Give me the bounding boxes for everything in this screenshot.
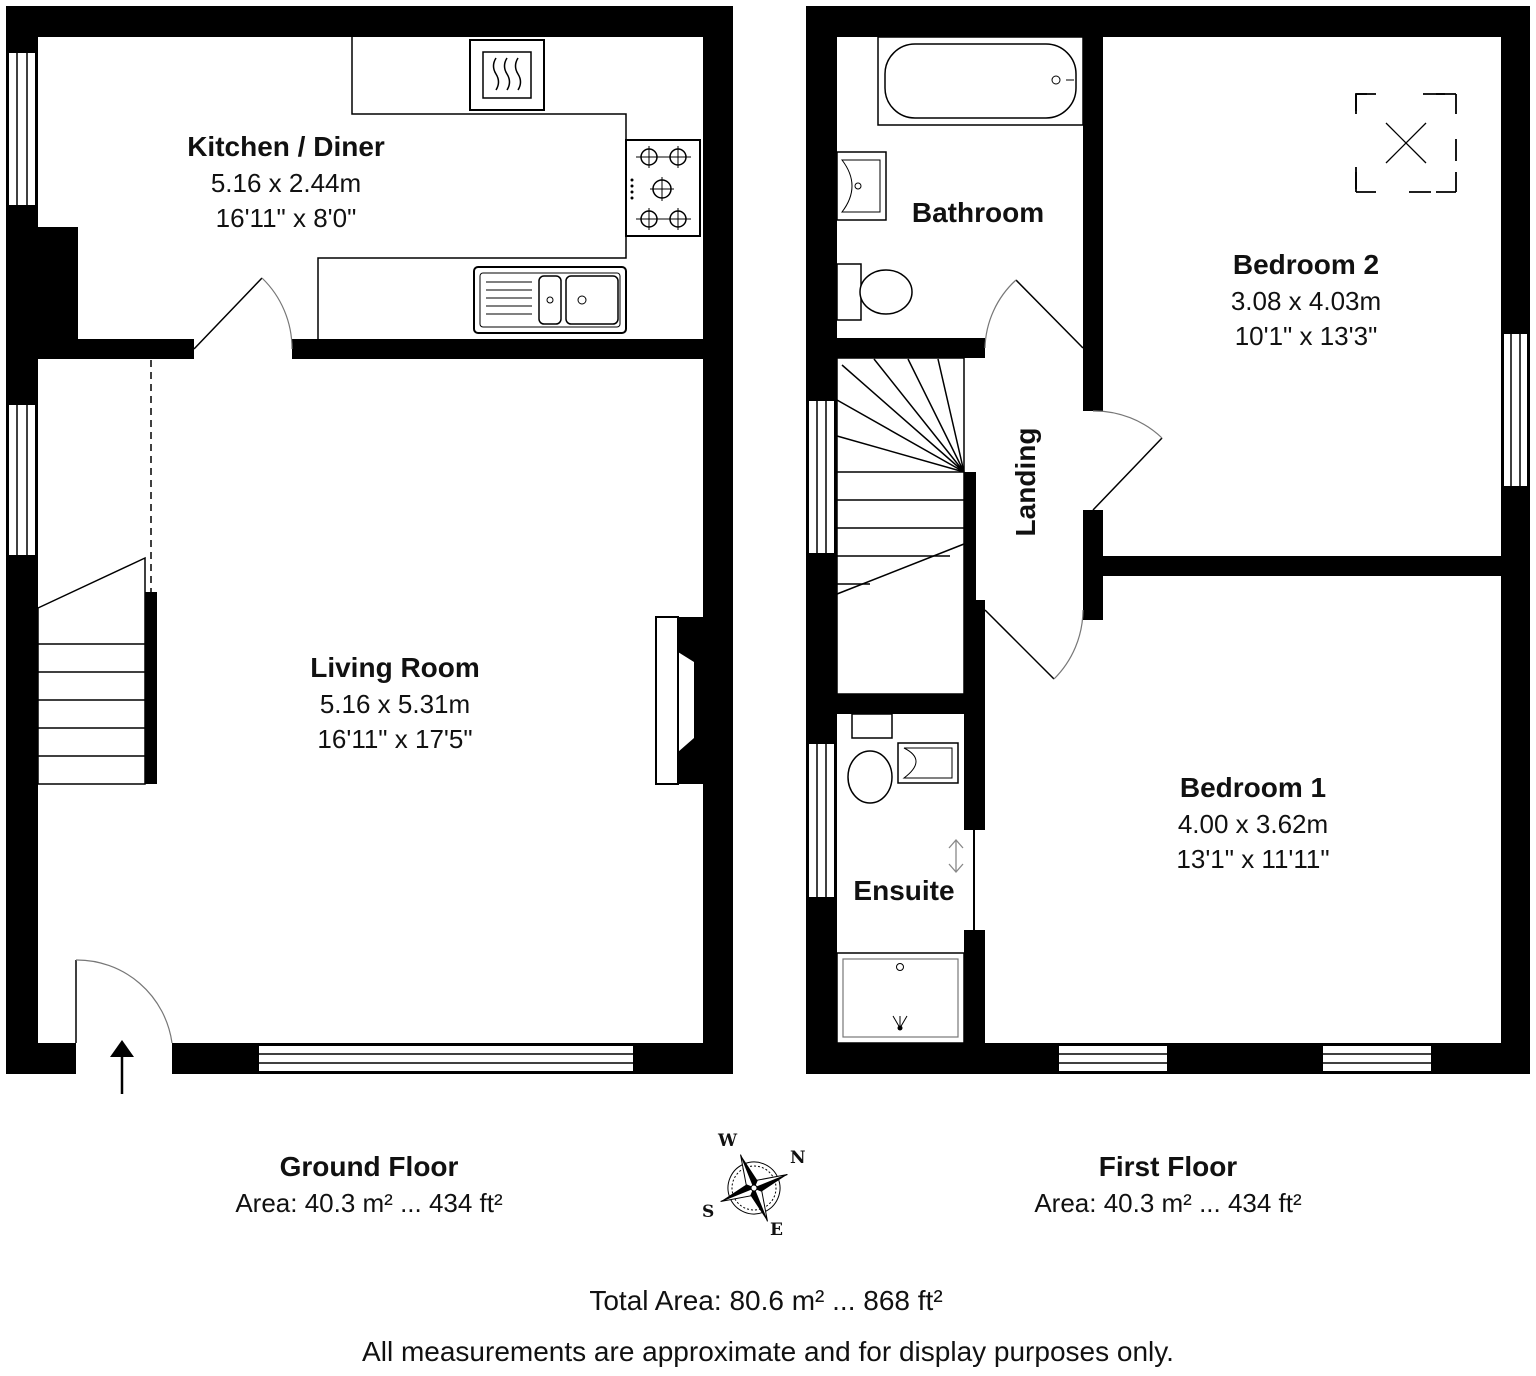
room-dimensions-metric: 3.08 x 4.03m — [1230, 286, 1382, 316]
ground-floor-plan — [6, 6, 733, 1094]
ensuite-label: Ensuite — [853, 875, 955, 906]
kitchen-wall-right — [292, 339, 733, 359]
ground-window-living-left — [7, 403, 37, 557]
floor-name: Ground Floor — [279, 1151, 459, 1182]
bathroom-basin-icon — [836, 151, 887, 221]
ground-stair-wall — [145, 592, 157, 784]
first-window-stairs — [807, 399, 836, 555]
floor-name: First Floor — [1098, 1151, 1238, 1182]
room-dimensions-metric: 5.16 x 2.44m — [210, 168, 362, 198]
ground-window-kitchen — [7, 51, 37, 207]
bathroom-wall-bottom — [837, 338, 985, 358]
room-dimensions-imperial: 16'11" x 17'5" — [317, 724, 473, 754]
compass-west-label: W — [718, 1131, 738, 1151]
first-floor-plan — [806, 6, 1530, 1074]
bedroom2-wall-lower — [1083, 510, 1103, 620]
first-window-ensuite — [807, 742, 836, 899]
ground-wall-bottom-left — [6, 1043, 76, 1074]
ground-staircase — [37, 556, 146, 785]
room-name: Living Room — [310, 652, 480, 683]
skylight-icon — [1355, 93, 1457, 193]
ensuite-toilet-icon — [847, 713, 893, 804]
ensuite-wall-right-lower — [964, 930, 985, 1043]
compass-icon — [720, 1154, 788, 1222]
first-wall-right — [1501, 6, 1530, 1074]
kitchen-door — [193, 277, 293, 350]
room-dimensions-metric: 5.16 x 5.31m — [319, 689, 471, 719]
bathroom-door — [984, 279, 1084, 349]
kitchen-chimney-breast — [6, 227, 78, 341]
room-dimensions-imperial: 10'1" x 13'3" — [1234, 321, 1378, 351]
landing-label: Landing — [1010, 427, 1041, 537]
ensuite-wall-top — [837, 694, 976, 714]
kitchen-hob-icon — [625, 139, 701, 237]
ensuite-basin-icon — [897, 742, 959, 784]
first-window-bedroom2 — [1502, 332, 1529, 488]
bedroom1-label: Bedroom 1 4.00 x 3.62m 13'1" x 11'11" — [1176, 772, 1330, 874]
kitchen-radiator-icon — [469, 39, 545, 111]
first-floor-caption: First Floor Area: 40.3 m² ... 434 ft² — [1034, 1151, 1302, 1218]
compass-north-label: N — [790, 1148, 806, 1168]
front-door — [75, 959, 173, 1044]
shower-tray-icon — [836, 952, 965, 1044]
compass-east-label: E — [770, 1220, 783, 1240]
ground-floor-caption: Ground Floor Area: 40.3 m² ... 434 ft² — [235, 1151, 503, 1218]
bathroom-toilet-icon — [836, 263, 913, 321]
kitchen-sink-icon — [473, 266, 627, 334]
ground-window-living-front — [257, 1044, 635, 1073]
room-dimensions-metric: 4.00 x 3.62m — [1177, 809, 1329, 839]
bathroom-label: Bathroom — [911, 197, 1045, 228]
floor-area: Area: 40.3 m² ... 434 ft² — [1034, 1188, 1302, 1218]
bedroom1-door — [984, 609, 1084, 680]
room-dimensions-imperial: 13'1" x 11'11" — [1176, 844, 1330, 874]
bath-icon — [877, 36, 1084, 126]
ensuite-wall-right-upper — [964, 600, 985, 830]
room-name: Kitchen / Diner — [187, 131, 385, 162]
first-window-bedroom1-left — [1057, 1044, 1169, 1073]
ground-wall-top — [6, 6, 733, 37]
bedroom2-door — [1092, 410, 1163, 511]
kitchen-diner-label: Kitchen / Diner 5.16 x 2.44m 16'11" x 8'… — [187, 131, 385, 233]
first-wall-top — [806, 6, 1530, 37]
kitchen-wall-left — [6, 339, 194, 359]
bedroom2-label: Bedroom 2 3.08 x 4.03m 10'1" x 13'3" — [1230, 249, 1382, 351]
room-name: Bedroom 1 — [1179, 772, 1327, 803]
living-room-label: Living Room 5.16 x 5.31m 16'11" x 17'5" — [310, 652, 480, 754]
ensuite-sliding-arrow-icon — [948, 839, 964, 873]
bedroom2-wall-bottom — [1103, 556, 1501, 576]
room-name: Bedroom 2 — [1232, 249, 1380, 280]
compass-south-label: S — [702, 1202, 715, 1222]
total-area-text: Total Area: 80.6 m² ... 868 ft² — [589, 1285, 943, 1316]
floor-area: Area: 40.3 m² ... 434 ft² — [235, 1188, 503, 1218]
bathroom-wall-right — [1083, 37, 1103, 411]
ground-wall-right — [703, 6, 733, 1074]
stair-wall-inner — [964, 472, 976, 600]
first-staircase — [836, 357, 965, 695]
first-window-bedroom1-right — [1321, 1044, 1433, 1073]
living-fireplace — [655, 616, 703, 785]
entrance-arrow-icon — [110, 1040, 134, 1094]
disclaimer-text: All measurements are approximate and for… — [362, 1336, 1174, 1367]
room-dimensions-imperial: 16'11" x 8'0" — [215, 203, 357, 233]
